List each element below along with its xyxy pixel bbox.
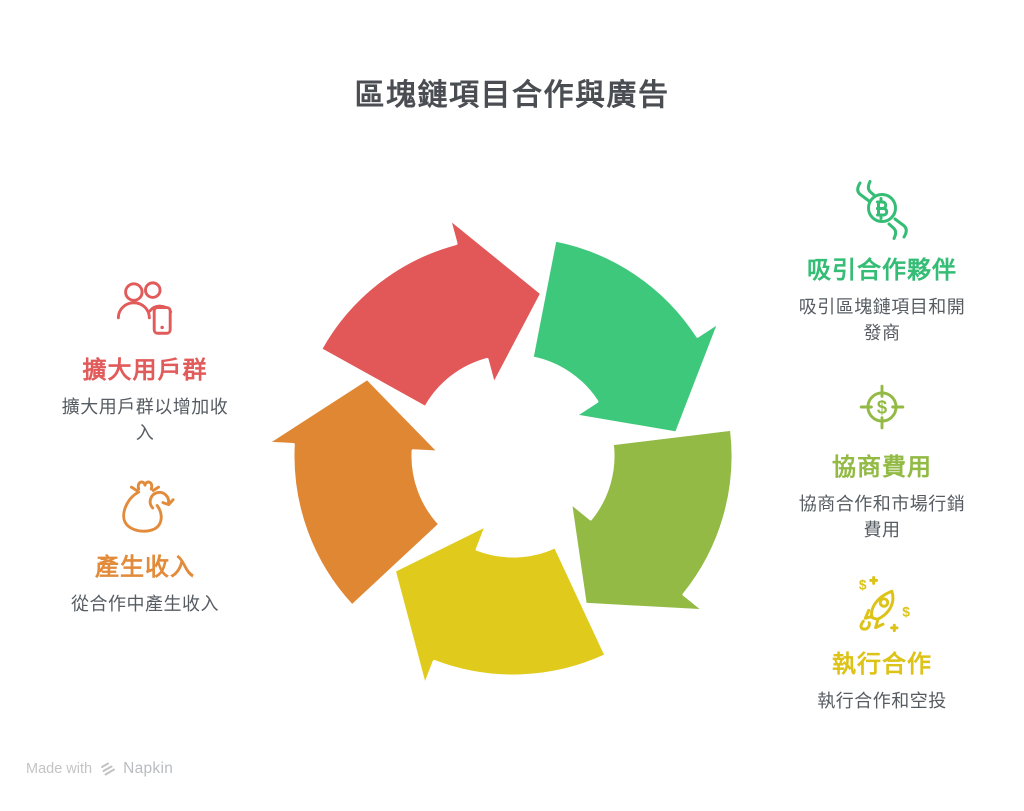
item-heading: 產生收入 bbox=[95, 554, 195, 581]
item-expand-user-base: 擴大用戶群 擴大用戶群以增加收入 bbox=[57, 276, 233, 446]
item-execute-partnerships: $ $ 執行合作 執行合作和空投 bbox=[794, 570, 970, 715]
item-attract-partners: 吸引合作夥伴 吸引區塊鏈項目和開發商 bbox=[794, 176, 970, 346]
item-heading: 擴大用戶群 bbox=[82, 357, 208, 384]
cycle-diagram bbox=[265, 216, 735, 688]
cycle-arrow-attract-partners bbox=[530, 238, 721, 435]
item-heading: 執行合作 bbox=[832, 651, 932, 678]
item-negotiate-fees: $ 協商費用 協商合作和市場行銷費用 bbox=[794, 373, 970, 543]
item-description: 協商合作和市場行銷費用 bbox=[798, 494, 966, 540]
napkin-logo-icon bbox=[101, 762, 116, 776]
napkin-watermark[interactable]: Made with Napkin bbox=[26, 760, 173, 778]
watermark-text: Made with bbox=[26, 761, 93, 777]
svg-text:$: $ bbox=[858, 577, 866, 592]
item-heading: 吸引合作夥伴 bbox=[807, 257, 957, 284]
svg-text:$: $ bbox=[902, 604, 910, 619]
item-description: 執行合作和空投 bbox=[817, 691, 947, 711]
item-generate-revenue: 產生收入 從合作中產生收入 bbox=[57, 473, 233, 618]
users-phone-icon bbox=[57, 276, 233, 344]
dollar-target-icon: $ bbox=[794, 373, 970, 441]
cycle-arrow-execute-partnerships bbox=[392, 523, 608, 688]
item-description: 擴大用戶群以增加收入 bbox=[61, 397, 229, 443]
watermark-brand: Napkin bbox=[123, 760, 174, 777]
item-heading: 協商費用 bbox=[832, 454, 932, 481]
cycle-arrow-negotiate-fees bbox=[569, 427, 735, 613]
page-title: 區塊鏈項目合作與廣告 bbox=[354, 79, 670, 112]
rocket-dollar-icon: $ $ bbox=[794, 570, 970, 638]
cycle-arrow-generate-revenue bbox=[265, 377, 442, 608]
svg-text:$: $ bbox=[877, 396, 887, 417]
money-bag-icon bbox=[57, 473, 233, 541]
item-description: 吸引區塊鏈項目和開發商 bbox=[798, 297, 966, 343]
bitcoin-handshake-icon bbox=[794, 176, 970, 244]
cycle-arrow-expand-user-base bbox=[319, 216, 544, 409]
item-description: 從合作中產生收入 bbox=[71, 594, 219, 614]
